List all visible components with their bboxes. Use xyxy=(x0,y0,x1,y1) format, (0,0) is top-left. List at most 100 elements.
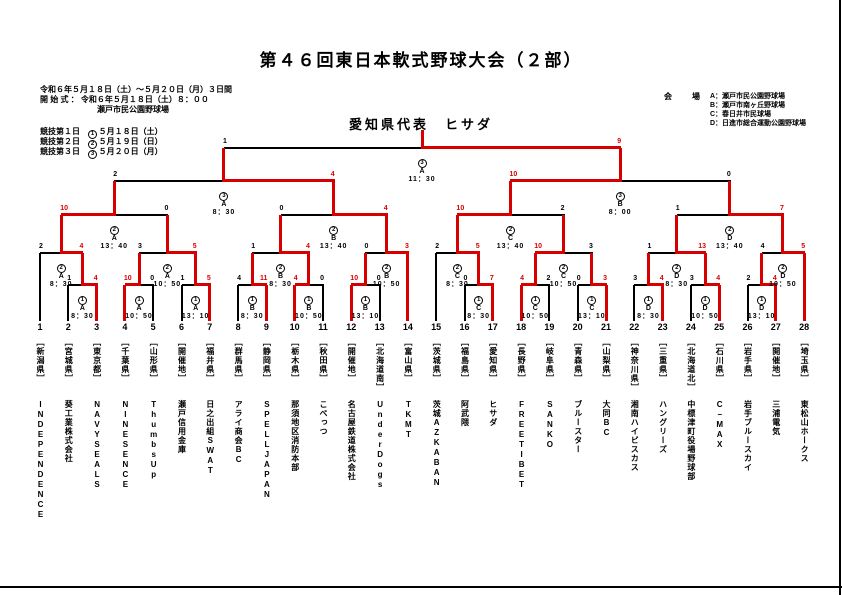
game-gC2-score-right: 2 xyxy=(546,275,551,282)
game-gB6-bar-left xyxy=(280,214,335,216)
team-13-region: ［北海道南］ xyxy=(375,338,385,392)
schedule-period: 令和６年５月１８日（土）～５月２０日（月）３日間 xyxy=(40,85,232,94)
round-1-circle-icon: 1 xyxy=(88,130,97,139)
team-10-number: 10 xyxy=(289,322,300,332)
team-11-number: 11 xyxy=(318,322,328,332)
venue-row-C: C：春日井市民球場 xyxy=(710,111,772,118)
game-gA4-in-left xyxy=(39,253,41,321)
team-1-number: 1 xyxy=(37,322,43,332)
game-gB2-time: 10：50 xyxy=(295,313,323,320)
game-gD5-score-left: 4 xyxy=(760,243,765,250)
game-gA4-bar-left xyxy=(40,252,63,254)
team-19-region: ［岐阜県］ xyxy=(545,338,555,383)
game-gA6-time: 13：40 xyxy=(100,243,129,250)
game-gC3-score-left: 0 xyxy=(576,275,581,282)
game-gF-time: 11：30 xyxy=(408,176,436,183)
game-gA3-bar-left xyxy=(181,284,197,286)
game-gC5-bar-right xyxy=(563,252,593,254)
game-gB6-venue: B xyxy=(331,235,337,242)
game-gA4-score-right: 4 xyxy=(79,243,84,250)
team-6-number: 6 xyxy=(178,322,184,332)
game-gD2-in-right xyxy=(717,285,721,321)
game-gB2-score-left: 4 xyxy=(293,275,298,282)
game-gC5-bar-left xyxy=(535,251,565,254)
game-gB2-bar-left xyxy=(294,283,310,286)
team-18-name: FREETIBET xyxy=(517,400,527,490)
round-2-circle-icon: 2 xyxy=(88,140,97,149)
team-21-region: ［山梨県］ xyxy=(602,338,611,383)
game-gB5-bar-right xyxy=(386,251,409,254)
game-gSF1-score-left: 2 xyxy=(113,171,118,178)
team-24-name: 中標津町役場野球部 xyxy=(686,400,696,481)
game-gD4-bar-right xyxy=(676,251,707,254)
team-11-region: ［秋田県］ xyxy=(319,338,328,383)
round-2-circle-icon: 2 xyxy=(452,264,462,273)
game-gC1-in-left xyxy=(463,285,466,321)
game-gC5-time: 10：50 xyxy=(549,281,578,288)
game-gC6-score-right: 2 xyxy=(560,205,565,212)
game-gA2-time: 10：50 xyxy=(125,313,153,320)
team-15-number: 15 xyxy=(431,322,442,332)
game-gD6-time: 13：40 xyxy=(716,243,744,250)
round-2-circle-icon: 2 xyxy=(109,226,119,235)
game-gD1-in-right xyxy=(661,285,665,321)
game-gB1-time: 8：30 xyxy=(240,313,264,320)
game-gB5-time: 10：50 xyxy=(372,281,401,288)
schedule-opening: 開 始 式 ： 令和６年５月１８日（土）８：００ xyxy=(40,95,209,104)
team-5-number: 5 xyxy=(150,322,156,332)
game-gB6-in-right xyxy=(385,215,389,254)
team-19-name: SANKO xyxy=(545,400,555,450)
game-gC5-in-left xyxy=(533,253,537,286)
game-gB5-venue: B xyxy=(384,273,390,280)
round-1-circle-icon: 1 xyxy=(247,296,257,305)
round-2-circle-icon: 2 xyxy=(382,264,392,273)
game-gA1-score-left: 1 xyxy=(67,275,72,282)
game-gSF2-time: 8：00 xyxy=(608,209,632,216)
team-9-name: SPELLJAPAN xyxy=(262,400,272,500)
game-gA3-in-left xyxy=(180,285,183,321)
team-7-region: ［福井県］ xyxy=(205,338,215,383)
game-gA4-score-left: 2 xyxy=(39,243,43,250)
game-gA2-bar-left xyxy=(124,283,141,286)
team-5-region: ［山形県］ xyxy=(149,338,159,383)
game-gA6-bar-left xyxy=(61,213,116,216)
game-gD3-venue: D xyxy=(759,305,765,312)
game-gA5-time: 10：50 xyxy=(153,281,182,288)
game-gC4-score-right: 5 xyxy=(475,243,480,250)
game-gA5-score-right: 5 xyxy=(192,243,197,250)
game-gD2-score-right: 4 xyxy=(716,275,721,282)
game-gA2-score-right: 0 xyxy=(150,275,155,282)
game-gB1-score-right: 11 xyxy=(259,275,268,282)
game-gD2-venue: D xyxy=(702,305,708,312)
game-gB4-bar-left xyxy=(252,252,282,254)
team-25-region: ［石川県］ xyxy=(715,338,725,383)
team-3-region: ［東京都］ xyxy=(92,338,102,383)
game-gB1-bar-left xyxy=(238,284,254,286)
game-gSF2-bar-right xyxy=(620,180,731,182)
game-gA3-score-right: 5 xyxy=(206,275,211,282)
game-gC4-bar-left xyxy=(436,252,459,254)
game-gA1-venue: A xyxy=(79,305,85,312)
team-22-name: 湘南ハイビスカス xyxy=(630,400,640,472)
team-14-region: ［富山県］ xyxy=(403,338,413,383)
round-1-circle-icon: 1 xyxy=(757,296,767,305)
game-gB6-score-left: 0 xyxy=(279,205,284,212)
page-title: 第４６回東日本軟式野球大会（２部） xyxy=(259,51,583,70)
team-27-number: 27 xyxy=(770,322,781,332)
game-gB3-in-right xyxy=(378,285,381,321)
team-8-name: アライ商会BC xyxy=(234,400,244,465)
game-gC3-venue: C xyxy=(589,305,595,312)
game-gB6-score-right: 4 xyxy=(383,205,388,212)
round-2-circle-icon: 2 xyxy=(329,226,339,235)
game-gSF1-in-right xyxy=(332,181,336,216)
